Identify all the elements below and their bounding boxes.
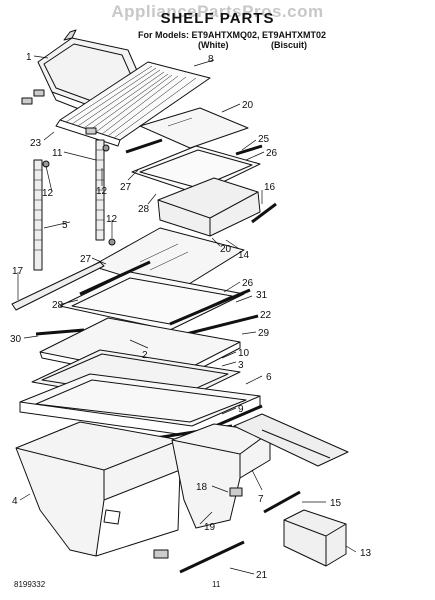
part-23-supports (21, 89, 97, 135)
diagram-title: SHELF PARTS (160, 10, 275, 27)
callout-14: 14 (238, 250, 250, 261)
part-5-rail (33, 159, 43, 271)
part-13-small-bin (283, 509, 347, 567)
callout-13: 13 (360, 548, 372, 559)
part-21-rod (179, 540, 245, 574)
model-numbers: For Models: ET9AHTXMQ02, ET9AHTXMT02 (138, 30, 327, 40)
callout-6: 6 (266, 372, 272, 383)
callout-12: 12 (106, 214, 118, 225)
callout-9: 9 (238, 404, 244, 415)
callout-8: 8 (208, 54, 214, 65)
callout-22: 22 (260, 310, 272, 321)
part-20-glass-shelf-upper (139, 107, 249, 149)
callout-29: 29 (258, 328, 270, 339)
callout-19: 19 (204, 522, 216, 533)
callout-31: 31 (256, 290, 268, 301)
part-18-clip (153, 487, 243, 559)
callout-23: 23 (30, 138, 42, 149)
part-17-rail (11, 261, 105, 311)
part-28-crisper-frame (125, 138, 263, 195)
callout-26: 26 (266, 148, 278, 159)
callout-25: 25 (258, 134, 270, 145)
callout-10: 10 (238, 348, 250, 359)
document-number: 8199332 (14, 580, 46, 589)
callout-28: 28 (138, 204, 150, 215)
callout-21: 21 (256, 570, 268, 581)
page-number: 11 (212, 580, 221, 589)
variant-biscuit: (Biscuit) (271, 40, 308, 50)
callout-12: 12 (42, 188, 54, 199)
callout-labels: 1 8 20 23 11 25 26 27 12 12 16 28 5 12 2… (10, 52, 372, 581)
part-30-trim (35, 328, 85, 336)
callout-18: 18 (196, 482, 208, 493)
callout-5: 5 (62, 220, 68, 231)
part-12-screws (42, 144, 116, 246)
leader-lines (17, 55, 357, 575)
part-16-trim (251, 202, 277, 224)
callout-2: 2 (142, 350, 148, 361)
variant-white: (White) (198, 40, 229, 50)
callout-28: 28 (52, 300, 64, 311)
callout-27: 27 (80, 254, 92, 265)
callout-20: 20 (242, 100, 254, 111)
callout-15: 15 (330, 498, 342, 509)
model-variants: (White) (Biscuit) (198, 40, 347, 50)
callout-7: 7 (258, 494, 264, 505)
callout-27: 27 (120, 182, 132, 193)
part-14-crisper-drawer (157, 177, 261, 237)
part-15-rod (263, 490, 301, 514)
part-31-shelf-frame (59, 260, 251, 331)
callout-16: 16 (264, 182, 276, 193)
callout-1: 1 (26, 52, 32, 63)
callout-3: 3 (238, 360, 244, 371)
part-8-wire-shelf (55, 61, 211, 147)
part-4-crisper-drawer-left (15, 421, 181, 557)
callout-20: 20 (220, 244, 232, 255)
callout-26: 26 (242, 278, 254, 289)
callout-30: 30 (10, 334, 22, 345)
callout-17: 17 (12, 266, 24, 277)
part-7-slide (233, 413, 349, 467)
callout-12: 12 (96, 186, 108, 197)
part-4-crisper-drawer-right (171, 423, 271, 529)
part-11-rail (95, 139, 105, 241)
callout-4: 4 (12, 496, 18, 507)
callout-11: 11 (52, 148, 63, 159)
watermark: AppliancePartsPros.com (111, 2, 324, 21)
